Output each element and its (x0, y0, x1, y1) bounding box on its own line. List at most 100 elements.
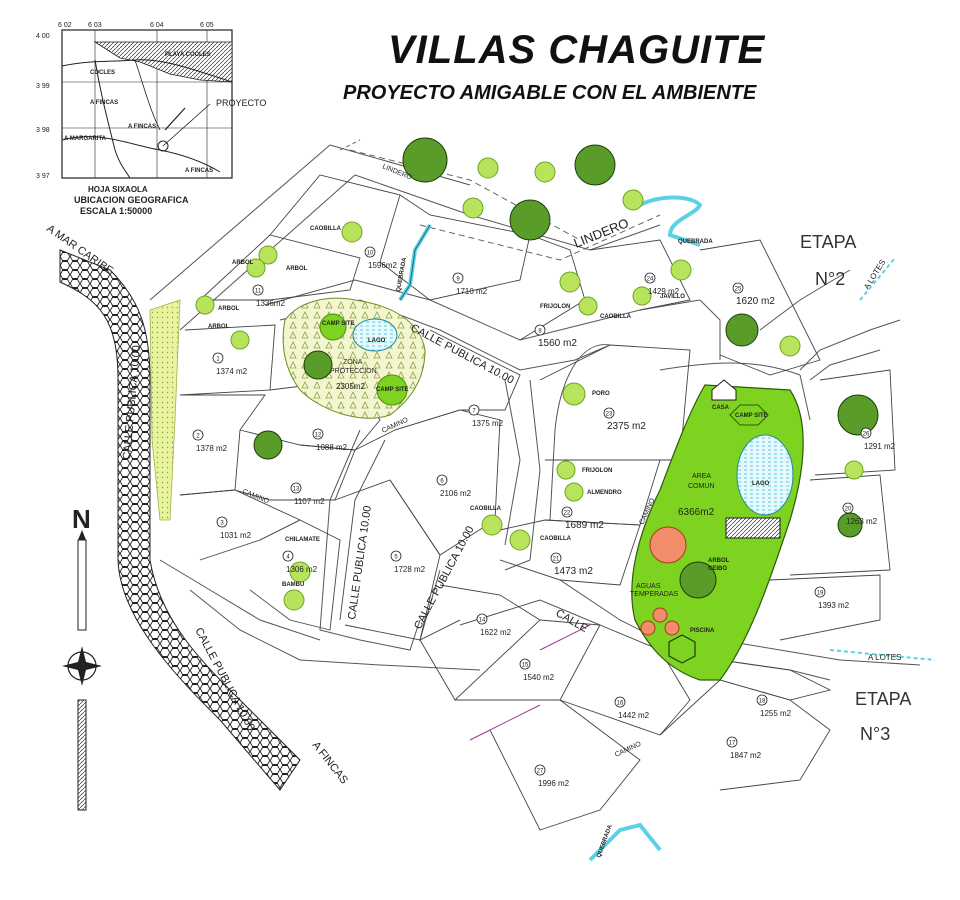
location-inset: 6 02 6 03 6 04 6 05 4 00 3 99 3 98 3 97 … (36, 22, 266, 216)
lot-number: 24 (647, 277, 654, 283)
zone-area: 2305m2 (336, 382, 365, 391)
lot-number: 1 (216, 357, 220, 363)
tree-label: BAMBU (282, 582, 304, 588)
lot-marker (603, 407, 615, 419)
lot-marker (534, 764, 546, 776)
lot-marker (364, 246, 376, 258)
lake-icon (736, 434, 794, 516)
lot-area: 1374 m2 (216, 367, 248, 376)
lot-marker (252, 284, 264, 296)
inset-y-tick: 3 99 (36, 83, 50, 90)
lot-area: 1622 m2 (480, 628, 512, 637)
inset-place: COCLES (90, 70, 115, 76)
lot-number: 9 (456, 277, 460, 283)
lot-area: 2375 m2 (607, 421, 646, 432)
etapa-number: N°3 (860, 724, 890, 744)
lot-marker (756, 694, 768, 706)
common-area-size: 6366m2 (678, 507, 715, 518)
lot-number: 11 (255, 289, 262, 295)
inset-y-tick: 3 97 (36, 173, 50, 180)
lot-area: 1255 m2 (760, 709, 792, 718)
lot-number: 2 (196, 434, 200, 440)
inset-caption: UBICACION GEOGRAFICA (74, 195, 189, 205)
lot-marker (614, 696, 626, 708)
etapa-number: N°2 (815, 269, 845, 289)
etapa-label: ETAPA (855, 689, 911, 709)
camp-site-label: CAMP SITE (735, 413, 768, 419)
inset-y-tick: 4 00 (36, 33, 50, 40)
lot-area: 2106 m2 (440, 489, 472, 498)
inset-place: PLAYA COCLES (165, 52, 211, 58)
lindero-line (419, 214, 661, 261)
lot-marker (212, 352, 224, 364)
lot-number: 8 (538, 329, 542, 335)
hot-pool-icon (664, 620, 680, 636)
lot-number: 21 (553, 557, 560, 563)
hot-pool-icon (652, 607, 668, 623)
lot-number: 18 (759, 699, 766, 705)
lot-number: 27 (537, 769, 544, 775)
lot-area: 1088 m2 (316, 443, 348, 452)
north-letter: N (72, 504, 91, 534)
lot-area: 1378 m2 (196, 444, 228, 453)
lot-area: 1689 m2 (565, 520, 604, 531)
direction-label: A LOTES (868, 653, 901, 662)
lot-marker (468, 404, 480, 416)
lot-number: 19 (817, 591, 824, 597)
creek-edge (399, 224, 431, 301)
lot-area: 1031 m2 (220, 531, 252, 540)
lot-marker (282, 550, 294, 562)
lot-area: 1620 m2 (736, 296, 775, 307)
arrow-lotes (859, 257, 896, 301)
hot-water-label: AGUAS (636, 583, 661, 590)
creek (588, 822, 662, 862)
camp-site-icon (376, 374, 408, 406)
lot-area: 1540 m2 (523, 673, 555, 682)
tree-label: CAOBILLA (310, 226, 342, 232)
inset-place: A FINCAS (90, 100, 118, 106)
lot-area: 1442 m2 (618, 711, 650, 720)
division-line (469, 704, 541, 741)
west-road (59, 249, 301, 791)
tree-label: ARBOL (286, 266, 308, 272)
lot-area: 1710 m2 (456, 287, 488, 296)
tree-label: FRIJOLON (582, 468, 612, 474)
camp-site-label: CAMP SITE (376, 387, 409, 393)
lot-area: 1473 m2 (554, 566, 593, 577)
tree-label: ALMENDRO (587, 490, 622, 496)
lake-label: LAGO (752, 481, 770, 487)
deck-icon (725, 517, 781, 539)
arrow-lotes (829, 649, 936, 661)
lot-marker (644, 272, 656, 284)
creek (639, 195, 703, 247)
lake-label: LAGO (368, 338, 386, 344)
tree-label: PORO (592, 391, 610, 397)
lot-marker (476, 613, 488, 625)
lindero-line (349, 149, 581, 241)
lot-number: 14 (479, 618, 486, 624)
lot-number: 12 (315, 433, 322, 439)
etapa-label: ETAPA (800, 232, 856, 252)
lot-number: 7 (472, 409, 476, 415)
lot-marker (312, 428, 324, 440)
tree-label: ARBOL (218, 306, 240, 312)
camp-site-label: CAMP SITE (322, 321, 355, 327)
tree-label: FRIJOLON (540, 304, 570, 310)
tree-canopies (253, 137, 879, 599)
inset-sheet: HOJA SIXAOLA (88, 185, 148, 194)
lot-number: 3 (220, 521, 224, 527)
lot-area: 1728 m2 (394, 565, 426, 574)
inset-x-tick: 6 04 (150, 22, 164, 29)
lot-number: 22 (564, 511, 571, 517)
lot-number: 15 (522, 663, 529, 669)
street-label: CALLE PUBLICA 10.00 (346, 505, 374, 621)
inset-scale: ESCALA 1:50000 (80, 206, 152, 216)
lot-marker (216, 516, 228, 528)
tree-label: CAOBILLA (600, 314, 632, 320)
lot-marker (860, 427, 872, 439)
tree-small (195, 157, 864, 611)
lot-area: 1107 m2 (294, 497, 325, 506)
lot-number: 5 (394, 555, 398, 561)
